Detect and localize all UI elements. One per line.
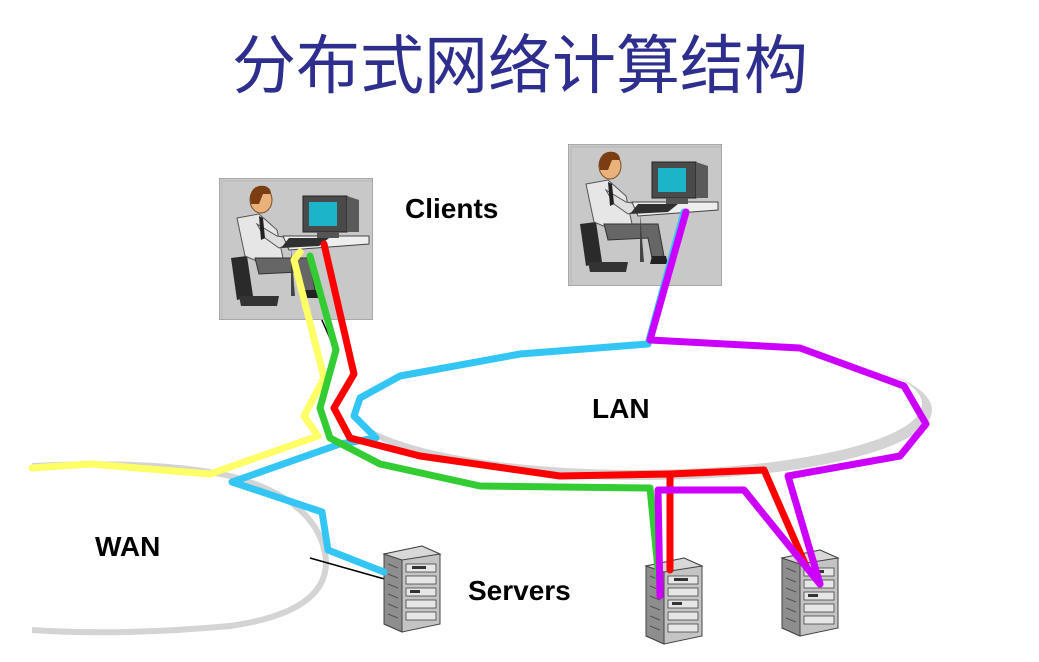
lan-ring: [350, 338, 932, 480]
yellow-path: [28, 248, 328, 478]
server-middle[interactable]: [645, 557, 703, 645]
servers-label: Servers: [468, 575, 571, 606]
server-left[interactable]: [383, 545, 441, 633]
wan-label: WAN: [95, 531, 160, 562]
wan-cloud: [31, 461, 330, 636]
server-left-drop-line: [309, 557, 389, 581]
red-path-branch: [666, 466, 810, 570]
cyan-path: [228, 208, 688, 576]
diagram-title: 分布式网络计算结构: [232, 30, 808, 104]
server-right[interactable]: [781, 549, 839, 637]
purple-path: [646, 208, 930, 588]
green-path: [306, 252, 664, 594]
clients-label: Clients: [405, 193, 498, 224]
client-workstation-right[interactable]: [568, 144, 725, 289]
purple-path-branch: [654, 486, 824, 600]
lan-label: LAN: [592, 393, 650, 424]
red-path: [320, 240, 674, 574]
